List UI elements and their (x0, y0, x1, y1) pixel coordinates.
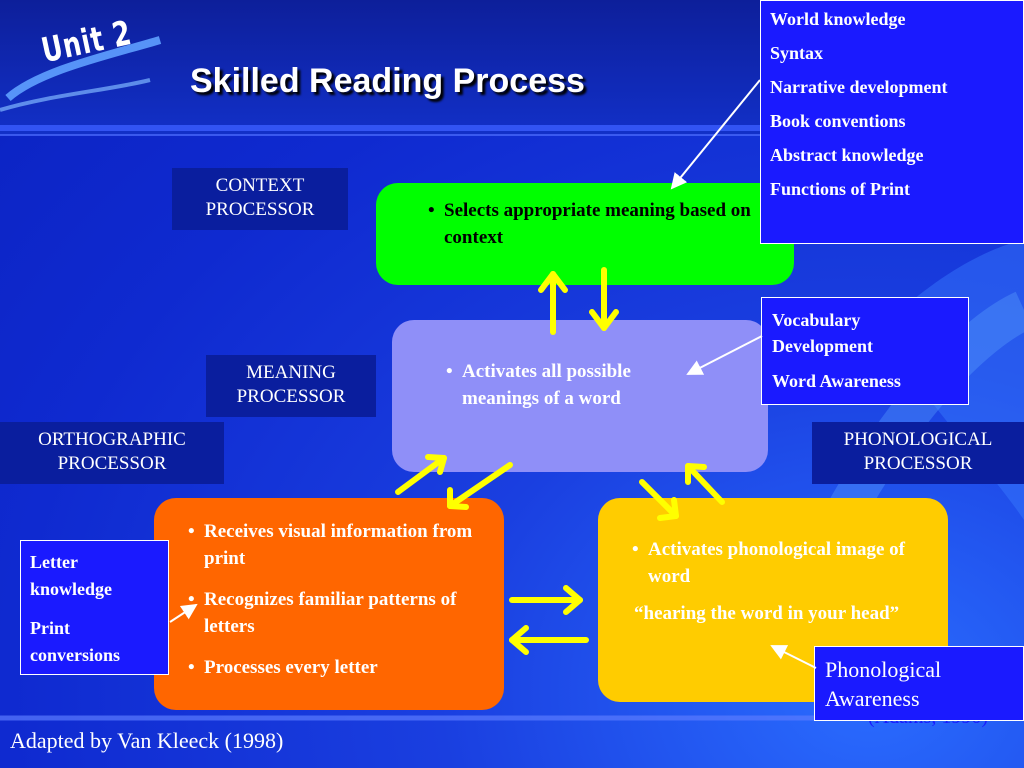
pointer-line (686, 335, 763, 375)
pointer-line (169, 603, 198, 623)
arrow-down-right-icon (639, 479, 679, 521)
phonological-skill-callout: Phonological Awareness (814, 646, 1024, 721)
callout-item: Functions of Print (770, 179, 911, 199)
meaning-skills-callout: Vocabulary Development Word Awareness (761, 297, 969, 405)
pointer-line (770, 645, 817, 669)
page-title: Skilled Reading Process (190, 62, 585, 100)
phonological-processor-label: PHONOLOGICAL PROCESSOR (812, 422, 1024, 484)
arrow-down-left-icon (447, 462, 513, 510)
arrow-left-icon (509, 625, 589, 655)
context-item: Selects appropriate meaning based on con… (422, 197, 784, 251)
arrow-down-icon (589, 267, 619, 331)
callout-item: Syntax (770, 43, 824, 63)
phonological-quote: “hearing the word in your head” (634, 603, 900, 624)
callout-item: Narrative development (770, 77, 948, 97)
callout-item: World knowledge (770, 9, 906, 29)
arrow-right-icon (509, 585, 583, 615)
phonological-processor-box: Activates phonological image of word “he… (598, 498, 948, 702)
arrow-up-right-icon (395, 454, 447, 495)
phonological-item: Activates phonological image of word (626, 536, 940, 590)
callout-item: Word Awareness (772, 371, 901, 391)
callout-item: Letter knowledge (30, 552, 113, 599)
meaning-processor-box: Activates all possible meanings of a wor… (392, 320, 768, 472)
orthographic-processor-label: ORTHOGRAPHIC PROCESSOR (0, 422, 224, 484)
callout-item: Vocabulary Development (772, 310, 873, 356)
callout-item: Book conventions (770, 111, 906, 131)
context-skills-callout: World knowledge Syntax Narrative develop… (760, 0, 1024, 244)
context-processor-box: Selects appropriate meaning based on con… (376, 183, 794, 285)
orthographic-skills-callout: Letter knowledge Print conversions (20, 540, 169, 675)
callout-item: Phonological Awareness (825, 657, 942, 711)
meaning-item: Activates all possible meanings of a wor… (440, 358, 676, 412)
context-processor-label: CONTEXT PROCESSOR (172, 168, 348, 230)
orthographic-item: Receives visual information from print (182, 518, 496, 572)
orthographic-item: Recognizes familiar patterns of letters (182, 586, 496, 640)
orthographic-item: Processes every letter (182, 654, 496, 681)
footer-credit: Adapted by Van Kleeck (1998) (10, 728, 284, 753)
meaning-processor-label: MEANING PROCESSOR (206, 355, 376, 417)
orthographic-processor-box: Receives visual information from print R… (154, 498, 504, 710)
callout-item: Print conversions (30, 618, 120, 665)
arrow-up-left-icon (685, 463, 725, 505)
pointer-line (670, 79, 761, 190)
callout-item: Abstract knowledge (770, 145, 924, 165)
arrow-up-icon (538, 271, 568, 335)
